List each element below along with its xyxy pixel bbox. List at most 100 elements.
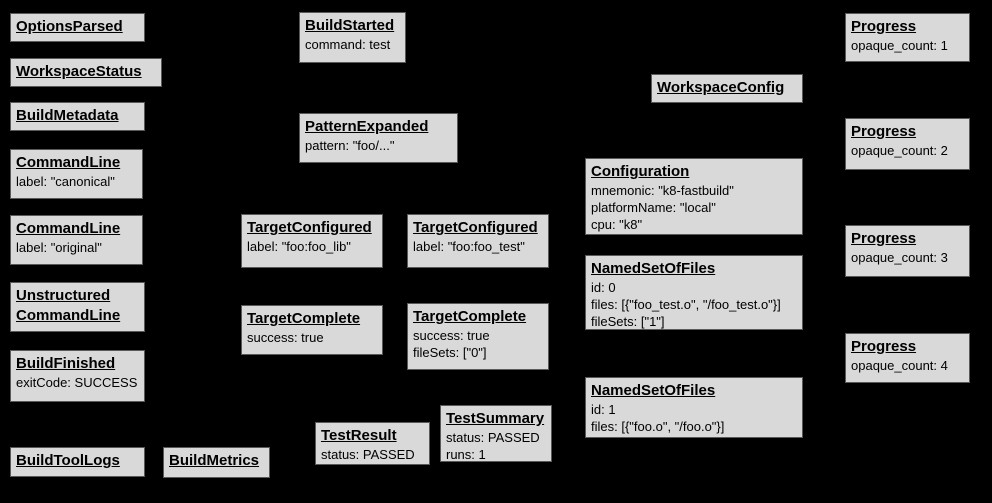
- event-box-attribute: runs: 1: [446, 447, 486, 462]
- event-box-title: WorkspaceStatus: [16, 62, 156, 82]
- event-box-title-line: WorkspaceConfig: [657, 79, 785, 96]
- event-box-title-line: Progress: [851, 338, 917, 355]
- event-box-attribute: files: [{"foo_test.o", "/foo_test.o"}]: [591, 297, 781, 312]
- event-box-title-line: Progress: [851, 230, 917, 247]
- event-box-title-line: BuildMetadata: [16, 107, 119, 124]
- event-box-target-complete-foo-test: TargetComplete success: true fileSets: ["0…: [407, 303, 549, 370]
- event-box-title-line: TestResult: [321, 427, 397, 444]
- event-box-configuration: Configuration mnemonic: "k8-fastbuild" pla…: [585, 158, 803, 235]
- event-box-target-configured-foo-lib: TargetConfigured label: "foo:foo_lib": [241, 214, 383, 268]
- event-box-title-line: CommandLine: [16, 220, 121, 237]
- event-box-title: Progress: [851, 337, 964, 357]
- event-box-title-line: TargetComplete: [413, 308, 527, 325]
- event-box-build-started: BuildStarted command: test: [299, 12, 406, 63]
- event-box-title-line: TargetComplete: [247, 310, 361, 327]
- event-box-named-set-of-files-1: NamedSetOfFiles id: 1 files: [{"foo.o", "/…: [585, 377, 803, 438]
- event-box-attribute: label: "foo:foo_test": [413, 239, 525, 254]
- event-box-title-line: TargetConfigured: [413, 219, 538, 236]
- event-box-title-line: BuildToolLogs: [16, 452, 120, 469]
- event-box-target-complete-foo-lib: TargetComplete success: true: [241, 305, 383, 355]
- event-box-title-line: Configuration: [591, 163, 690, 180]
- event-box-attribute: command: test: [305, 37, 391, 52]
- event-box-attribute: files: [{"foo.o", "/foo.o"}]: [591, 419, 725, 434]
- event-box-progress-1: Progress opaque_count: 1: [845, 13, 970, 62]
- event-box-title: TargetComplete: [413, 307, 543, 327]
- event-box-attribute: label: "canonical": [16, 174, 115, 189]
- event-box-title: Progress: [851, 17, 964, 37]
- event-box-attribute: status: PASSED: [446, 430, 540, 445]
- event-box-attribute: status: PASSED: [321, 447, 415, 462]
- event-box-attribute: id: 0: [591, 280, 616, 295]
- event-box-title: OptionsParsed: [16, 17, 139, 37]
- event-box-title: Configuration: [591, 162, 797, 182]
- event-box-title-line: BuildStarted: [305, 17, 395, 34]
- event-box-attribute: platformName: "local": [591, 200, 716, 215]
- event-box-title: TargetComplete: [247, 309, 377, 329]
- event-box-workspace-config: WorkspaceConfig: [651, 74, 803, 103]
- event-box-title: BuildMetrics: [169, 451, 264, 471]
- event-box-title-line: BuildFinished: [16, 355, 116, 372]
- event-box-test-result: TestResult status: PASSED: [315, 422, 430, 465]
- event-box-attribute: opaque_count: 3: [851, 250, 948, 265]
- event-box-title-line: OptionsParsed: [16, 18, 123, 35]
- event-box-progress-3: Progress opaque_count: 3: [845, 225, 970, 277]
- event-box-title: TestResult: [321, 426, 424, 446]
- event-box-title-line: BuildMetrics: [169, 452, 260, 469]
- event-box-attribute: mnemonic: "k8-fastbuild": [591, 183, 734, 198]
- event-box-title: CommandLine: [16, 219, 137, 239]
- event-box-title: WorkspaceConfig: [657, 78, 797, 98]
- event-box-progress-2: Progress opaque_count: 2: [845, 118, 970, 170]
- event-box-named-set-of-files-0: NamedSetOfFiles id: 0 files: [{"foo_test.o…: [585, 255, 803, 330]
- event-box-title: NamedSetOfFiles: [591, 381, 797, 401]
- event-box-title: CommandLine: [16, 153, 137, 173]
- event-box-title-line: CommandLine: [16, 307, 121, 324]
- event-box-workspace-status: WorkspaceStatus: [10, 58, 162, 87]
- event-box-command-line-canonical: CommandLine label: "canonical": [10, 149, 143, 199]
- event-box-command-line-original: CommandLine label: "original": [10, 215, 143, 265]
- event-box-attribute: opaque_count: 2: [851, 143, 948, 158]
- event-box-title-line: Progress: [851, 18, 917, 35]
- event-box-title-line: Unstructured: [16, 287, 111, 304]
- event-box-build-finished: BuildFinished exitCode: SUCCESS: [10, 350, 145, 402]
- event-box-build-metadata: BuildMetadata: [10, 102, 145, 131]
- event-box-progress-4: Progress opaque_count: 4: [845, 333, 970, 383]
- event-box-title: BuildMetadata: [16, 106, 139, 126]
- event-box-pattern-expanded: PatternExpanded pattern: "foo/...": [299, 113, 458, 163]
- event-box-attribute: label: "original": [16, 240, 102, 255]
- event-box-attribute: exitCode: SUCCESS: [16, 375, 138, 390]
- event-box-title-line: NamedSetOfFiles: [591, 382, 716, 399]
- event-box-title: Progress: [851, 229, 964, 249]
- event-box-title: BuildFinished: [16, 354, 139, 374]
- event-box-title: TargetConfigured: [413, 218, 543, 238]
- event-box-title: PatternExpanded: [305, 117, 452, 137]
- event-box-attribute: success: true: [247, 330, 324, 345]
- event-box-title-line: NamedSetOfFiles: [591, 260, 716, 277]
- event-box-attribute: success: true: [413, 328, 490, 343]
- event-box-attribute: opaque_count: 1: [851, 38, 948, 53]
- event-box-title: BuildStarted: [305, 16, 400, 36]
- event-box-attribute: id: 1: [591, 402, 616, 417]
- event-box-title-line: CommandLine: [16, 154, 121, 171]
- event-box-title: TargetConfigured: [247, 218, 377, 238]
- event-box-attribute: opaque_count: 4: [851, 358, 948, 373]
- event-box-title: NamedSetOfFiles: [591, 259, 797, 279]
- event-box-test-summary: TestSummary status: PASSED runs: 1: [440, 405, 552, 462]
- event-box-title: TestSummary: [446, 409, 546, 429]
- event-box-title-line: PatternExpanded: [305, 118, 429, 135]
- event-box-attribute: cpu: "k8": [591, 217, 643, 232]
- event-box-attribute: fileSets: ["0"]: [413, 345, 487, 360]
- event-box-title: Progress: [851, 122, 964, 142]
- event-box-title-line: TargetConfigured: [247, 219, 372, 236]
- event-box-title-line: TestSummary: [446, 410, 545, 427]
- event-box-attribute: pattern: "foo/...": [305, 138, 395, 153]
- event-box-attribute: fileSets: ["1"]: [591, 314, 665, 329]
- event-box-target-configured-foo-test: TargetConfigured label: "foo:foo_test": [407, 214, 549, 268]
- event-box-title-line: WorkspaceStatus: [16, 63, 142, 80]
- event-box-attribute: label: "foo:foo_lib": [247, 239, 351, 254]
- event-box-title-line: Progress: [851, 123, 917, 140]
- event-box-build-tool-logs: BuildToolLogs: [10, 447, 145, 477]
- event-box-title: BuildToolLogs: [16, 451, 139, 471]
